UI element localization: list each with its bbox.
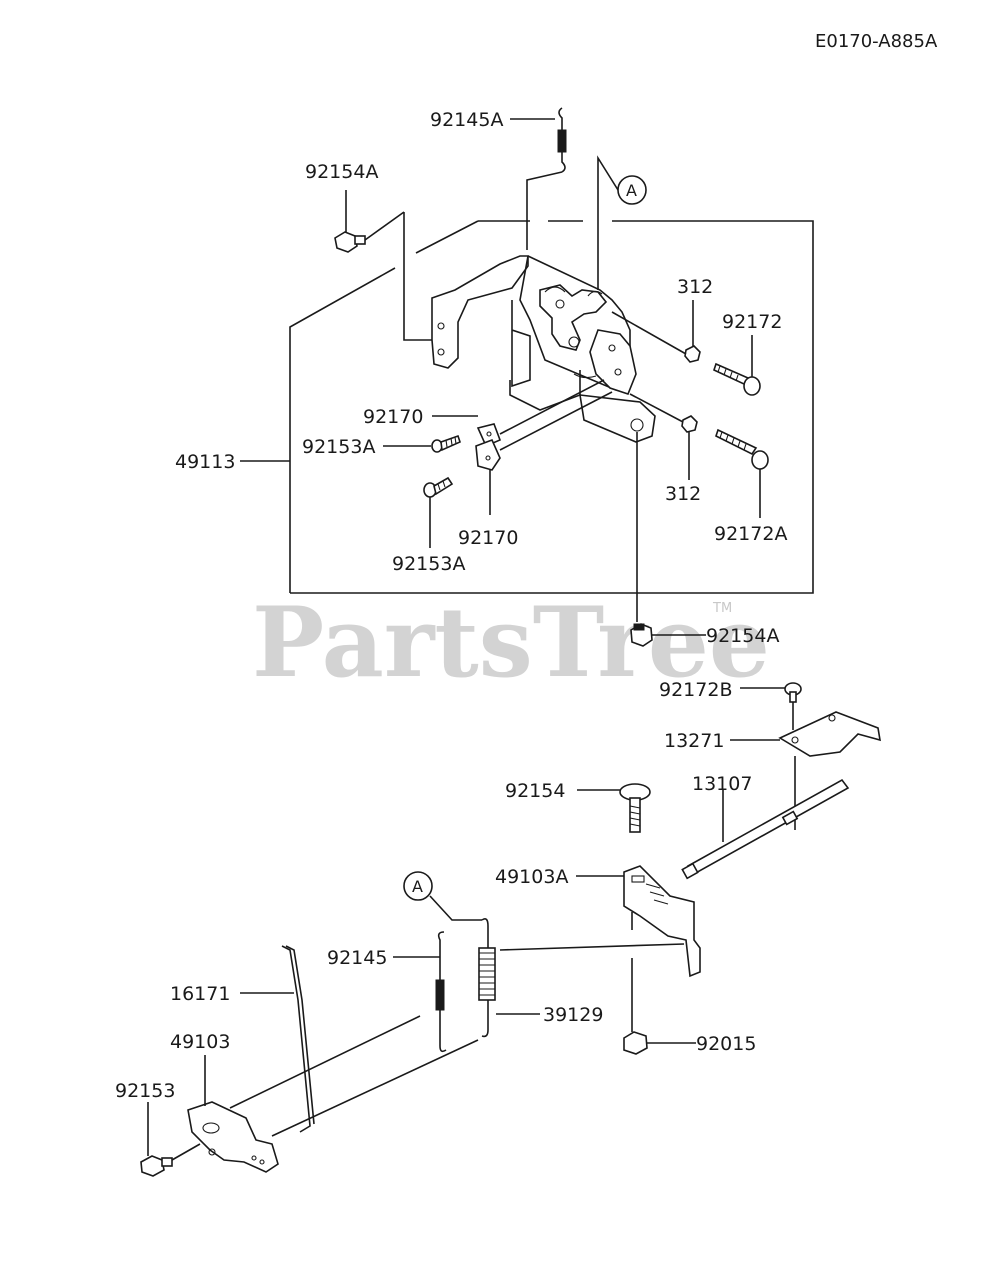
shaft-13107-part bbox=[681, 778, 850, 880]
label-92153A-bottom: 92153A bbox=[392, 553, 465, 575]
spring-39129-part bbox=[478, 918, 540, 1038]
callout-a-bottom: A bbox=[412, 877, 423, 896]
screw-92172-part bbox=[713, 335, 761, 396]
label-39129: 39129 bbox=[543, 1004, 603, 1026]
clip-92170-top-part bbox=[432, 379, 605, 448]
label-92015: 92015 bbox=[696, 1033, 756, 1055]
label-92154A-bottom: 92154A bbox=[706, 625, 779, 647]
label-92145A: 92145A bbox=[430, 109, 503, 131]
spring-92145-part bbox=[393, 931, 447, 1053]
label-13271: 13271 bbox=[664, 730, 724, 752]
label-49113: 49113 bbox=[175, 451, 235, 473]
label-92154A-top: 92154A bbox=[305, 161, 378, 183]
bolt-92154A-top-part bbox=[334, 190, 432, 341]
callout-a-top: A bbox=[626, 181, 637, 200]
screw-92172B-part bbox=[740, 682, 802, 730]
watermark-trademark: TM bbox=[712, 601, 732, 616]
screw-92153A-bottom-part bbox=[423, 476, 454, 548]
control-plate-part bbox=[431, 255, 656, 443]
label-13107: 13107 bbox=[692, 773, 752, 795]
label-92154: 92154 bbox=[505, 780, 565, 802]
label-92153A-left: 92153A bbox=[302, 436, 375, 458]
label-312-bottom: 312 bbox=[665, 483, 701, 505]
label-92145: 92145 bbox=[327, 947, 387, 969]
label-92170-top: 92170 bbox=[363, 406, 423, 428]
plate-13271-part bbox=[730, 711, 881, 830]
label-16171: 16171 bbox=[170, 983, 230, 1005]
screw-92172A-part bbox=[715, 428, 769, 518]
assembly-49113-bracket bbox=[240, 220, 814, 594]
nut-312-bottom-part bbox=[629, 393, 698, 480]
label-92172A: 92172A bbox=[714, 523, 787, 545]
spring-92145A-part bbox=[526, 107, 567, 250]
nut-312-top-part bbox=[611, 300, 701, 363]
link-rod-part bbox=[229, 943, 685, 1137]
nut-92015-part bbox=[623, 958, 696, 1055]
bolt-92154A-bottom-part bbox=[630, 432, 706, 647]
diagram-code: E0170-A885A bbox=[815, 31, 938, 52]
label-92172B: 92172B bbox=[659, 679, 732, 701]
label-312-top: 312 bbox=[677, 276, 713, 298]
callout-a-bottom-circle bbox=[403, 871, 433, 901]
label-49103: 49103 bbox=[170, 1031, 230, 1053]
lever-49103-part bbox=[187, 1055, 279, 1173]
clip-92170-bottom-part bbox=[475, 391, 613, 515]
lever-49103A-part bbox=[576, 865, 701, 978]
label-92153: 92153 bbox=[115, 1080, 175, 1102]
label-49103A: 49103A bbox=[495, 866, 568, 888]
screw-92153A-left-part bbox=[383, 434, 461, 453]
watermark-text: PartsTree bbox=[252, 586, 770, 699]
bolt-92153-part bbox=[140, 1102, 201, 1177]
label-92170-bottom: 92170 bbox=[458, 527, 518, 549]
bolt-92154-part bbox=[577, 783, 651, 833]
label-92172: 92172 bbox=[722, 311, 782, 333]
rod-16171-part bbox=[240, 945, 315, 1133]
